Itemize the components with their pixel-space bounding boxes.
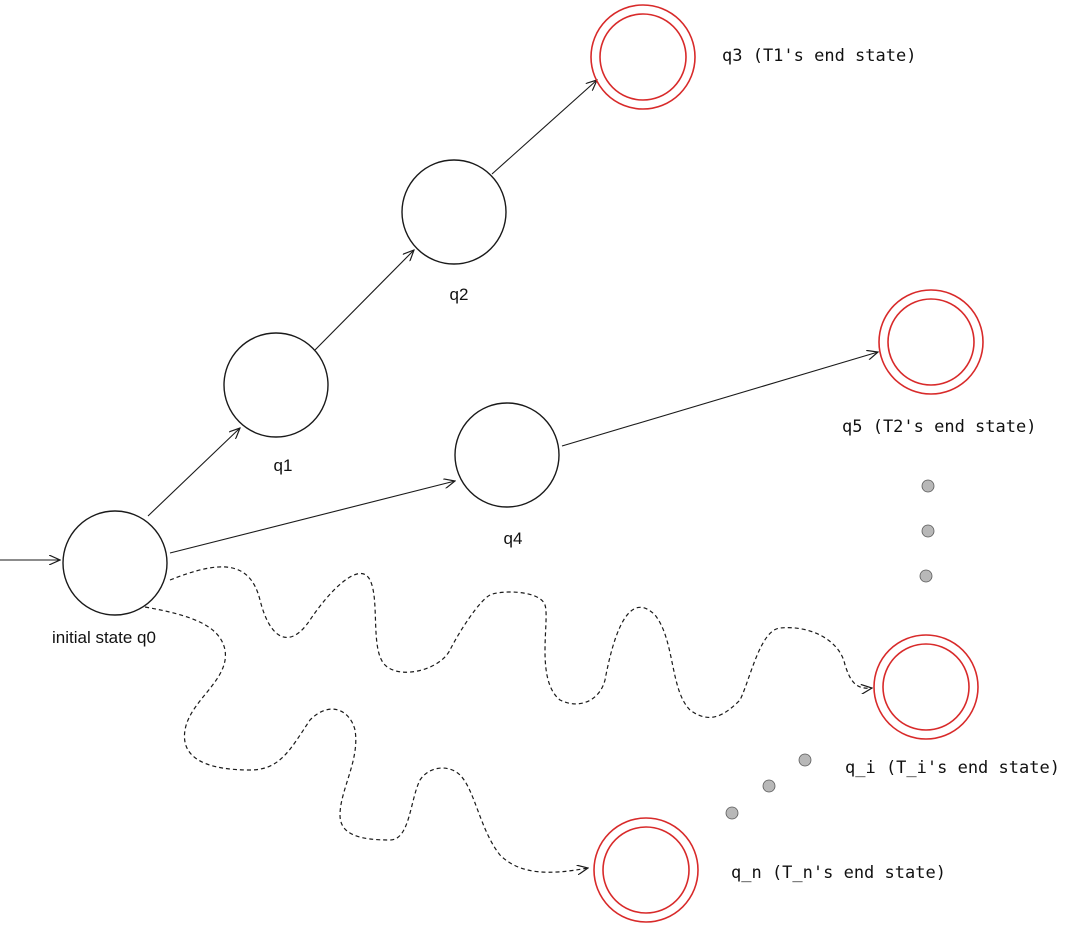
edge-q0-qn [144, 606, 588, 872]
edge-q0-qi [169, 566, 872, 719]
edge-q0-q4 [169, 481, 455, 554]
label-q2: q2 [450, 285, 469, 304]
label-q1: q1 [274, 456, 293, 475]
label-q4: q4 [504, 529, 523, 548]
state-q4 [454, 402, 560, 508]
ellipsis-vertical [919, 479, 935, 583]
edge-q4-q5 [561, 352, 878, 447]
edge-q1-q2 [314, 250, 414, 351]
label-qn: q_n (T_n's end state) [731, 863, 946, 883]
label-qi: q_i (T_i's end state) [845, 758, 1060, 778]
label-q5: q5 (T2's end state) [842, 417, 1036, 437]
state-q0 [62, 510, 168, 616]
state-q5 [878, 289, 984, 395]
state-qn [593, 817, 699, 923]
label-q0: initial state q0 [52, 628, 156, 647]
state-q2 [401, 159, 507, 265]
edge-q2-q3 [491, 80, 597, 175]
label-q3: q3 (T1's end state) [722, 46, 916, 66]
state-q1 [223, 332, 329, 438]
edge-q0-q1 [147, 428, 240, 517]
state-q3 [590, 4, 696, 110]
ellipsis-diagonal [725, 753, 812, 820]
state-qi [873, 634, 979, 740]
